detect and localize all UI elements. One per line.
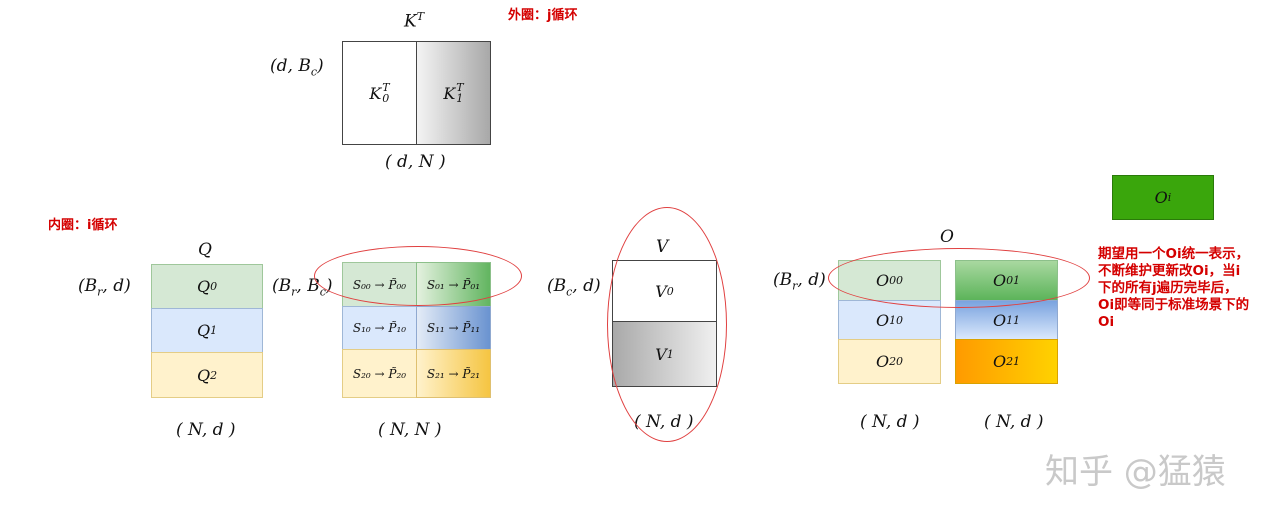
s-bottom-dim: ( N, N ) (378, 420, 442, 440)
v-title: V (656, 237, 669, 257)
v-bottom-dim: ( N, d ) (634, 412, 694, 432)
kt-title: KT (404, 10, 425, 32)
o-left-dim: (Br, d) (773, 270, 826, 293)
inner-loop-label: 内圈：i循环 (48, 218, 118, 233)
s-cell-01: S₀₁ → P̃₀₁ (416, 262, 491, 307)
s-cell-00: S₀₀ → P̃₀₀ (342, 262, 417, 307)
watermark: 知乎 @猛猿 (1045, 452, 1226, 492)
o-bottom-dim-left: ( N, d ) (860, 412, 920, 432)
s-left-dim: (Br, Bc) (272, 276, 333, 299)
outer-loop-label: 外圈：j循环 (508, 8, 578, 23)
s-cell-11: S₁₁ → P̃₁₁ (416, 306, 491, 350)
o-bottom-dim-right: ( N, d ) (984, 412, 1044, 432)
s-cell-21: S₂₁ → P̃₂₁ (416, 349, 491, 398)
s-cell-10: S₁₀ → P̃₁₀ (342, 306, 417, 350)
q-title: Q (198, 240, 212, 260)
oi-explanation-note: 期望用一个Oi统一表示， 不断维护更新改Oi，当i 下的所有j遍历完毕后， Oi… (1098, 246, 1250, 330)
kt-left-dim: (d, Bc) (270, 56, 324, 79)
q-left-dim: (Br, d) (78, 276, 131, 299)
v-left-dim: (Bc, d) (547, 276, 601, 299)
o-title: O (940, 227, 954, 247)
s-cell-20: S₂₀ → P̃₂₀ (342, 349, 417, 398)
kt-bottom-dim: ( d, N ) (385, 152, 446, 172)
q-bottom-dim: ( N, d ) (176, 420, 236, 440)
